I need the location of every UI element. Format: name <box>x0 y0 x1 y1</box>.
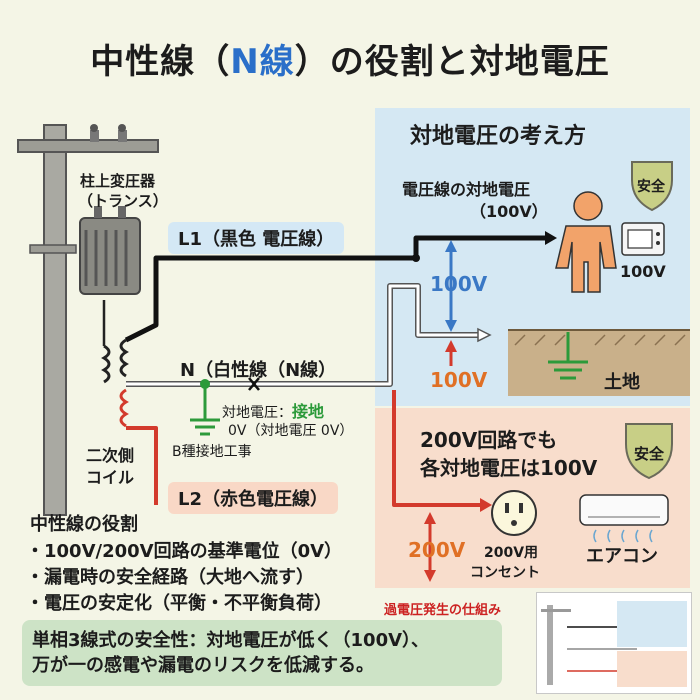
l2-arrow-icon <box>480 498 492 512</box>
ground-panel-title: 対地電圧の考え方 <box>410 124 587 149</box>
neutral-ground-icon <box>190 379 220 436</box>
transformer-sublabel: （トランス） <box>78 192 168 210</box>
zero-volt-note: 0V（対地電圧 0V） <box>228 423 354 439</box>
l2-load-line <box>392 390 480 507</box>
grounding-note: B種接地工事 <box>172 444 252 460</box>
utility-pole <box>17 124 159 516</box>
panel-200-line2: 各対地電圧は100V <box>420 456 598 480</box>
l1-arrow-icon <box>545 231 557 245</box>
aircon-label: エアコン <box>586 546 658 567</box>
earth-ground-icon <box>548 332 588 380</box>
air-conditioner-icon <box>579 494 669 543</box>
role-item: ・100V/200V回路の基準電位（0V） <box>26 541 343 562</box>
orange-voltage-label: 100V <box>430 368 488 392</box>
title-n-highlight: N線 <box>230 42 295 82</box>
summary-line1: 単相3線式の安全性：対地電圧が低く（100V）、 <box>32 630 430 651</box>
page-title: 中性線（N線）の役割と対地電圧 <box>90 42 610 82</box>
ground-voltage-note: 対地電圧：接地 <box>222 402 325 421</box>
ground-panel-line2: （100V） <box>470 202 548 221</box>
blue-voltage-arrow-icon <box>445 240 457 332</box>
l1-label: L1（黒色 電圧線） <box>168 222 345 254</box>
voltage-200v-label: 200V <box>408 538 466 562</box>
outlet-label-line1: 200V用 <box>484 545 539 561</box>
blue-voltage-label: 100V <box>430 272 488 296</box>
transformer-icon <box>79 206 141 295</box>
safety-shield-icon <box>631 161 673 212</box>
neutral-label: N（白性線（N線） <box>180 360 337 381</box>
l2-label: L2（赤色電圧線） <box>168 482 338 514</box>
ground-panel-badge: 安全 <box>637 179 665 195</box>
earth-label: 土地 <box>604 372 640 393</box>
role-item: ・漏電時の安全経路（大地へ流す） <box>26 567 314 588</box>
panel-200-line1: 200V回路でも <box>420 428 558 452</box>
coil-label: 二次側 <box>86 446 135 465</box>
voltage-200v-arrow-icon <box>424 512 436 582</box>
oven-icon <box>621 222 665 256</box>
earth-block <box>508 329 690 396</box>
ground-voltage-value: 接地 <box>292 402 325 421</box>
diagram-thumbnail <box>536 592 692 694</box>
outlet-label-line2: コンセント <box>470 565 540 581</box>
neutral-role-title: 中性線の役割 <box>30 514 138 535</box>
coil-sublabel: コイル <box>86 468 135 487</box>
panel-200-badge: 安全 <box>634 445 665 463</box>
orange-voltage-arrow-icon <box>445 340 457 366</box>
safety-summary-box: 単相3線式の安全性：対地電圧が低く（100V）、 万が一の感電や漏電のリスクを低… <box>22 620 502 686</box>
safety-shield-icon-200v <box>625 423 673 480</box>
outlet-icon <box>491 490 537 536</box>
transformer-label: 柱上変圧器 <box>80 172 156 190</box>
ground-panel-line1: 電圧線の対地電圧 <box>402 180 531 199</box>
l1-line <box>124 235 545 343</box>
appliance-voltage-label: 100V <box>620 262 666 281</box>
break-mark-icon <box>248 377 260 391</box>
l2-line <box>126 426 158 505</box>
thumbnail-sketch-icon <box>541 601 687 687</box>
summary-line2: 万が一の感電や漏電のリスクを低減する。 <box>32 655 374 676</box>
overvoltage-caption: 過電圧発生の仕組み <box>384 603 502 618</box>
person-icon <box>555 191 617 293</box>
neutral-arrow-icon <box>477 327 492 343</box>
role-item: ・電圧の安定化（平衡・不平衡負荷） <box>26 593 332 614</box>
secondary-coil-icon <box>101 300 129 428</box>
